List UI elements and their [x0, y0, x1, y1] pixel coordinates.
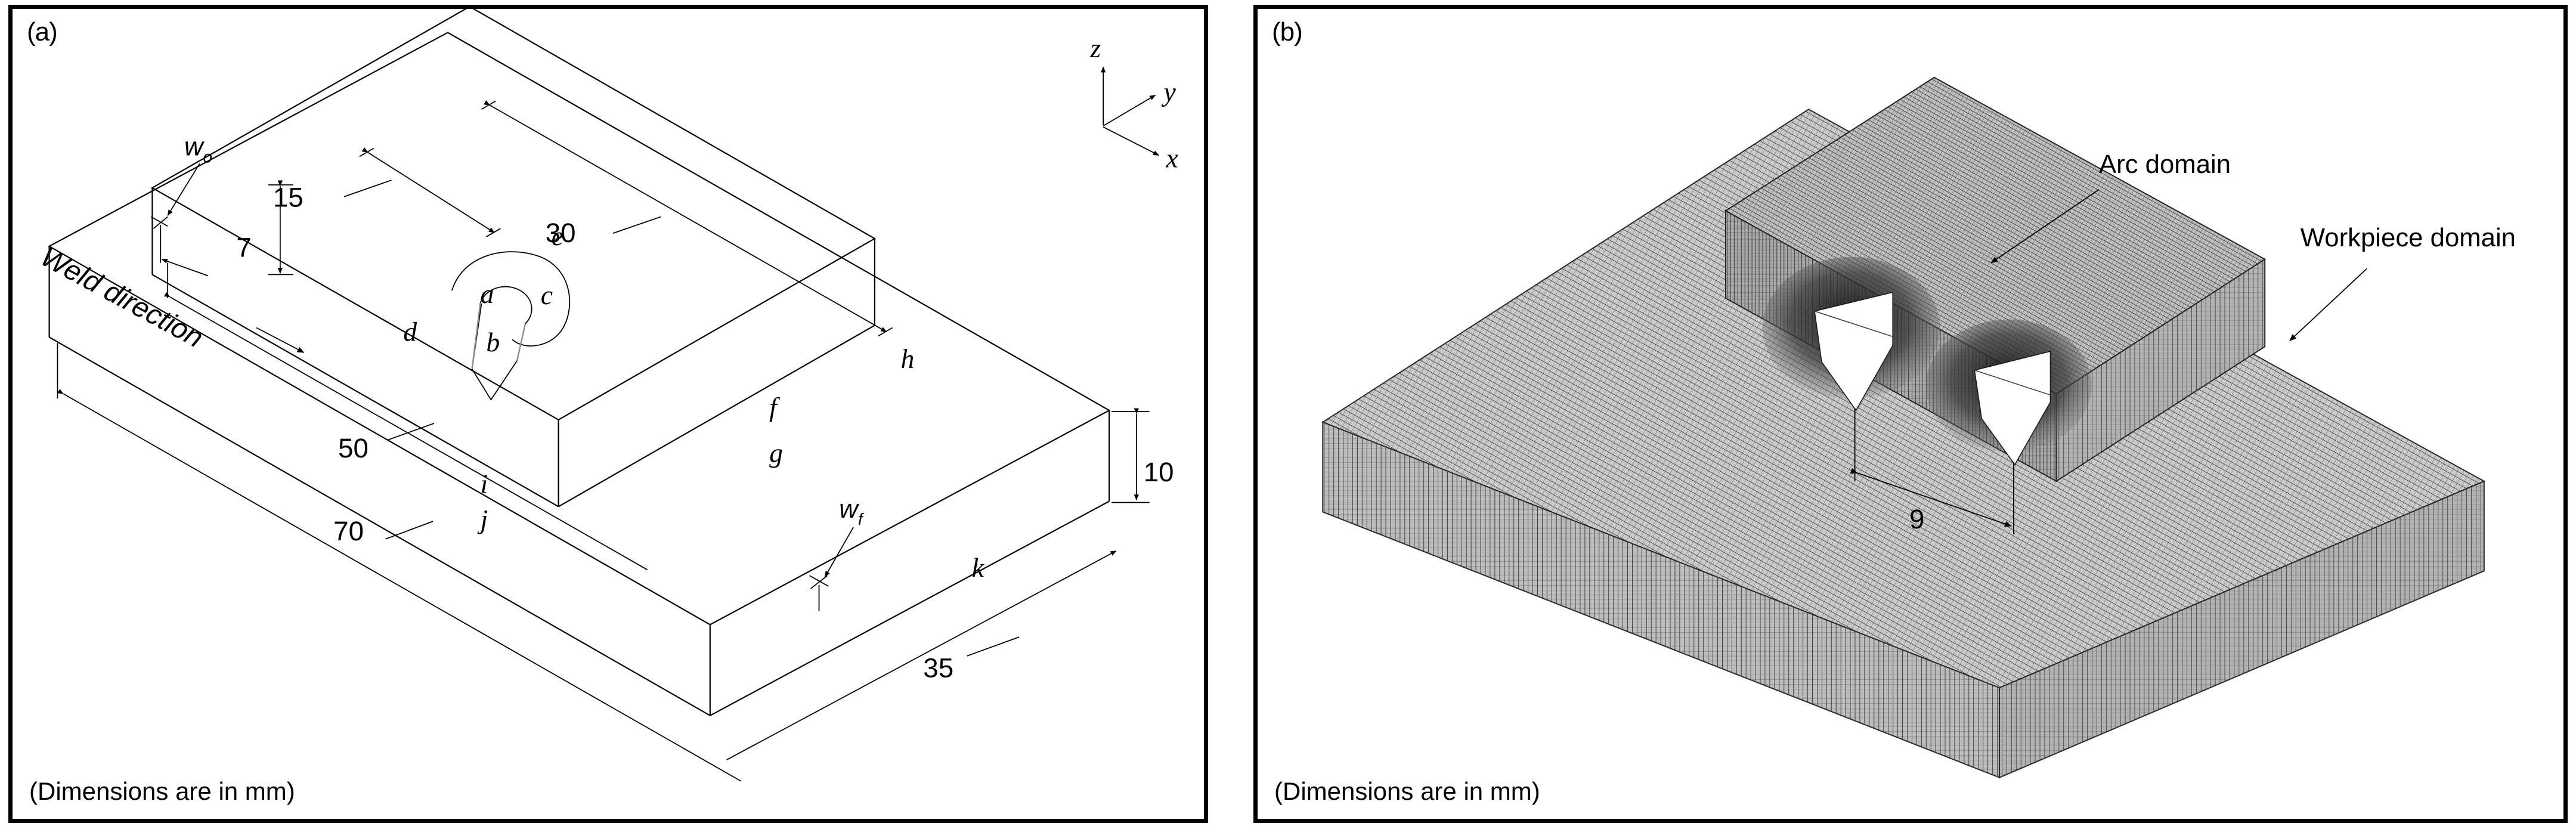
- axis-triad: [1101, 66, 1159, 156]
- wo-label: wo: [184, 133, 212, 166]
- region-label-i: i: [481, 469, 488, 499]
- dim-50-text: 50: [338, 433, 369, 463]
- arc-domain-leader: [1990, 189, 2100, 264]
- dim-9-text: 9: [1909, 504, 1924, 534]
- dim-7-text: 7: [236, 233, 251, 263]
- dim-70-text: 70: [333, 516, 364, 546]
- dim-35-text: 35: [923, 653, 953, 683]
- weld-direction-label: Weld direction: [35, 241, 208, 354]
- dim-15-text: 15: [273, 182, 304, 213]
- axis-label-z: z: [1089, 33, 1101, 63]
- wf-leader: [809, 527, 854, 611]
- wf-label: wf: [839, 495, 865, 528]
- region-label-c: c: [541, 280, 553, 310]
- region-label-f: f: [769, 392, 780, 422]
- upper-plate-outline: [151, 9, 877, 508]
- weld-pool-detail: [451, 251, 571, 401]
- dim-30-text: 30: [546, 218, 576, 248]
- dimension-7: [268, 180, 293, 276]
- wo-leader: [150, 163, 200, 229]
- axis-label-x: x: [1165, 143, 1178, 173]
- region-label-a: a: [481, 279, 494, 309]
- region-label-h: h: [901, 344, 915, 374]
- keyhole-1: [1762, 256, 1940, 412]
- panel-a-label: (a): [27, 17, 58, 47]
- dimension-9: [1850, 408, 2014, 534]
- region-label-e: e: [552, 221, 564, 251]
- base-plate-outline: [48, 32, 1111, 716]
- workpiece-domain-leader: [2289, 268, 2367, 341]
- panel-b-mesh: 9 Arc domain Workpiece domain: [1321, 76, 2516, 779]
- dimension-30: [481, 100, 893, 337]
- region-label-g: g: [769, 438, 783, 468]
- dim-10-text: 10: [1144, 457, 1174, 487]
- panel-a-drawing: 15 30 7: [35, 9, 1178, 782]
- panel-b-label: (b): [1272, 17, 1303, 47]
- workpiece-domain-mesh: [1321, 109, 2486, 779]
- dimension-35: [726, 550, 1117, 760]
- dimension-10: [1111, 408, 1150, 503]
- region-label-j: j: [477, 504, 488, 534]
- arc-domain-label: Arc domain: [2099, 150, 2231, 179]
- panel-b: (b): [1253, 5, 2568, 823]
- axis-label-y: y: [1161, 76, 1176, 107]
- panel-a-caption: (Dimensions are in mm): [29, 777, 295, 805]
- dimension-70: [57, 343, 741, 782]
- panel-a: (a): [8, 5, 1208, 823]
- region-label-d: d: [403, 316, 417, 347]
- dimension-50: [163, 262, 648, 571]
- region-label-k: k: [972, 552, 984, 583]
- weld-direction-group: Weld direction: [35, 241, 305, 354]
- region-label-b: b: [486, 327, 500, 357]
- workpiece-domain-label: Workpiece domain: [2301, 224, 2516, 252]
- dimension-15: [343, 147, 501, 237]
- keyhole-2: [1925, 319, 2092, 466]
- wo-dimension-segment: [160, 225, 209, 277]
- panel-b-caption: (Dimensions are in mm): [1274, 777, 1540, 805]
